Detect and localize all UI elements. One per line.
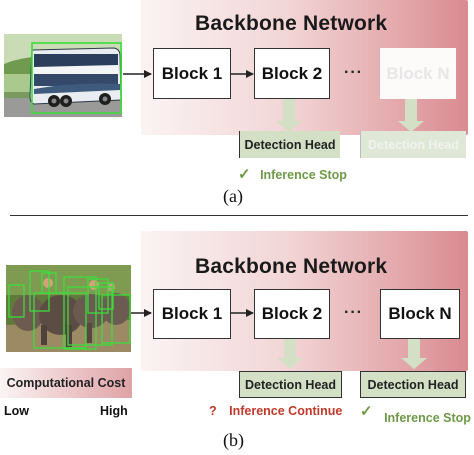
- ellipsis-a: ···: [344, 64, 363, 81]
- down-arrow-blockn-b: [401, 339, 427, 369]
- divider-line: [10, 215, 468, 217]
- detection-head-n-b: Detection Head: [360, 371, 466, 398]
- caption-b: (b): [223, 430, 244, 450]
- legend-low: Low: [4, 404, 29, 418]
- question-icon: ?: [209, 404, 217, 418]
- down-arrow-blockn-a: [398, 99, 424, 132]
- elephant-bounding-boxes: [8, 270, 131, 350]
- block-1-b: Block 1: [153, 289, 231, 339]
- backbone-title-a: Backbone Network: [195, 12, 388, 35]
- ellipsis-b: ···: [344, 304, 363, 321]
- status-stop-a-text: Inference Stop: [260, 168, 347, 182]
- computational-cost-legend: Computational Cost: [0, 368, 132, 398]
- check-icon: ✓: [238, 166, 251, 183]
- block-2-a: Block 2: [254, 48, 330, 99]
- status-continue-b: ? Inference Continue: [209, 404, 342, 418]
- arrows-panel-a: [123, 70, 424, 132]
- detection-head-n-a: Detection Head: [360, 131, 466, 158]
- block-n-b: Block N: [380, 289, 460, 339]
- elephant-image: [6, 265, 131, 352]
- legend-high: High: [100, 404, 128, 418]
- block-2-b: Block 2: [254, 289, 330, 339]
- status-stop-b-text: Inference Stop: [384, 411, 471, 425]
- backbone-title-b: Backbone Network: [195, 255, 388, 278]
- caption-a: (a): [223, 186, 243, 206]
- bus-bounding-box: [31, 42, 122, 114]
- legend-label: Computational Cost: [6, 376, 126, 390]
- block-1-a: Block 1: [153, 48, 231, 99]
- block-n-a: Block N: [380, 48, 456, 99]
- detection-head-2-b: Detection Head: [239, 371, 342, 398]
- status-continue-b-text: Inference Continue: [229, 404, 343, 418]
- down-arrow-block2-b: [277, 339, 303, 369]
- detection-head-2-a: Detection Head: [239, 131, 340, 158]
- status-stop-b: ✓ Inference Stop: [360, 402, 471, 425]
- bus-image: [4, 34, 122, 117]
- down-arrow-block2-a: [276, 99, 302, 132]
- check-icon: ✓: [360, 403, 373, 420]
- status-stop-a: ✓ Inference Stop: [238, 165, 347, 183]
